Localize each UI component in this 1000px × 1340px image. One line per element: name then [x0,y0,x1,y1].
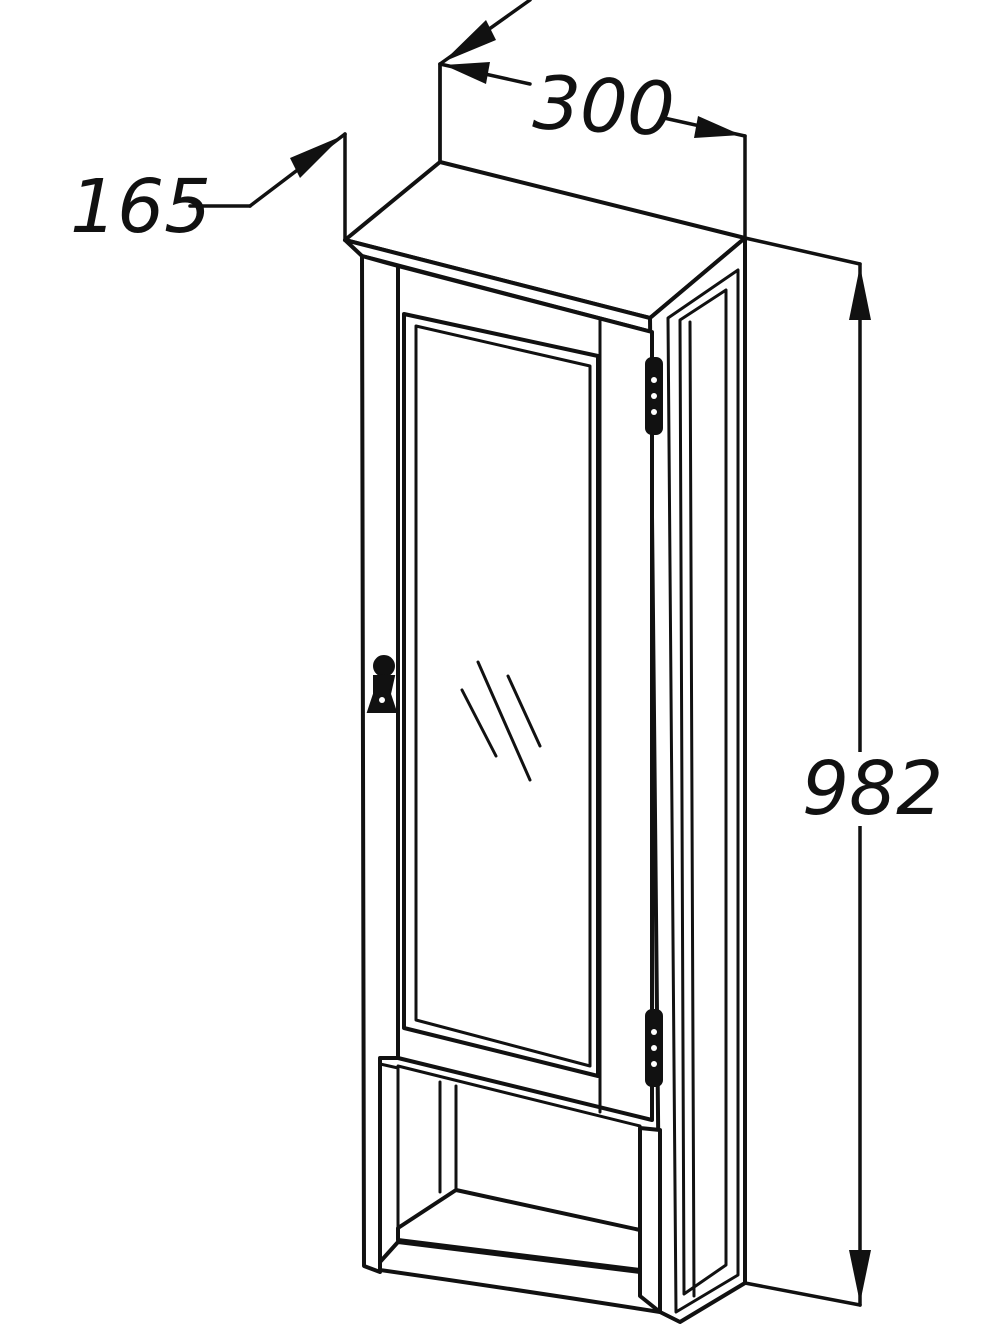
hinge-bottom [645,1009,663,1087]
height-label: 982 [802,746,943,832]
mirror-reflection-1 [460,688,498,758]
open-shelf [378,1062,662,1314]
cabinet-side-panel [648,236,747,1324]
shelf-right-upright [638,1126,662,1314]
mirror-glass [414,324,592,1068]
mirror-reflection-3 [506,674,542,748]
mirror-reflection-2 [476,660,532,782]
depth-arrow-back [443,20,496,62]
depth-label: 165 [70,164,211,250]
height-label-gap [800,752,920,826]
dimension-height: 982 [743,236,943,1307]
shelf-front-edge [396,1064,642,1128]
width-arrow-left [444,62,490,84]
cabinet [343,160,747,1324]
height-extension-top [743,236,862,266]
hinge-top [645,357,663,435]
height-arrow-bottom [849,1250,871,1303]
side-panel-inner-edge [688,320,696,1298]
width-label: 300 [531,60,677,153]
dimension-width: 300 [438,60,747,238]
side-panel-frame [666,268,740,1314]
width-arrow-right [694,116,741,138]
mirror-frame [402,312,600,1078]
height-extension-bottom [743,1281,862,1307]
door-knob [366,655,398,713]
side-panel-inset [678,288,728,1296]
shelf-left-upright [378,1062,400,1264]
depth-arrow-front [290,136,342,178]
height-arrow-top [849,266,871,320]
dimension-depth: 165 [70,0,532,250]
